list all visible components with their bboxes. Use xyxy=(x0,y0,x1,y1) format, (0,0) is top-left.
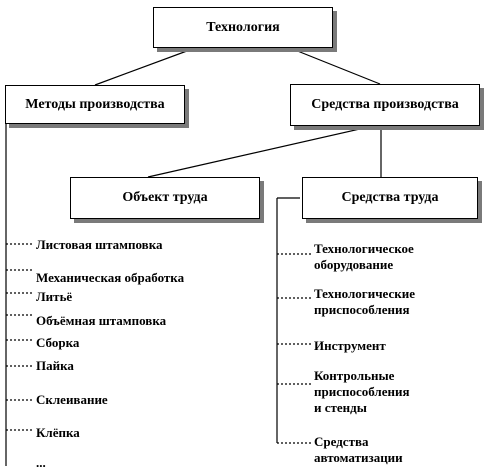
root-node: Технология xyxy=(153,7,333,48)
labor-item: Контрольные приспособления и стенды xyxy=(314,368,410,415)
method-item: ... xyxy=(36,455,46,470)
method-item: Склеивание xyxy=(36,392,108,407)
method-item: Объёмная штамповка xyxy=(36,313,167,328)
labor-item: Инструмент xyxy=(314,338,386,353)
means-node: Средства производства xyxy=(290,84,480,126)
connector-root-methods xyxy=(94,47,196,86)
method-item: Сборка xyxy=(36,335,80,350)
labor-item: Средства автоматизации xyxy=(314,434,403,465)
object-node: Объект труда xyxy=(70,177,260,219)
connector-root-means xyxy=(289,47,381,85)
labor-item: Технологические приспособления xyxy=(314,286,415,317)
method-item: Пайка xyxy=(36,358,74,373)
method-item: Клёпка xyxy=(36,425,80,440)
labor-node: Средства труда xyxy=(302,177,478,219)
methods-node: Методы производства xyxy=(5,85,185,124)
labor-item: Технологическое оборудование xyxy=(314,241,414,272)
method-item: Листовая штамповка xyxy=(36,237,163,252)
method-item: Механическая обработка xyxy=(36,270,185,285)
method-item: Литьё xyxy=(36,289,73,304)
connector-means-object xyxy=(147,125,374,178)
